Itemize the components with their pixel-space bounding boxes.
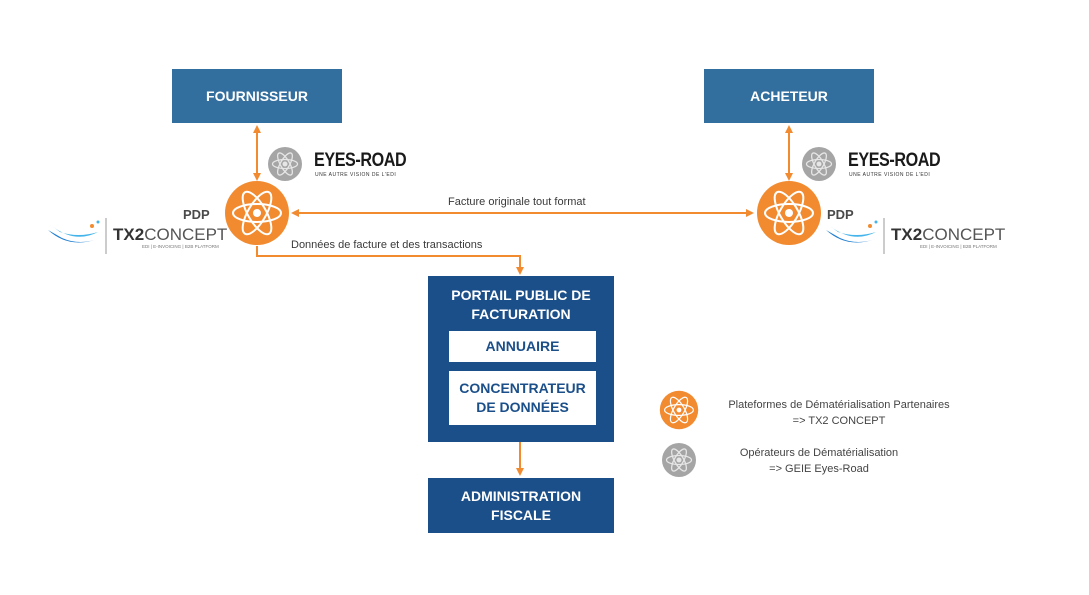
directory-label: ANNUAIRE — [485, 338, 560, 354]
tx2-right-rest: CONCEPT — [922, 225, 1006, 244]
tx2-right-bold: TX2 — [891, 225, 923, 244]
concentrator-line2: DE DONNÉES — [476, 399, 569, 415]
buyer-box: ACHETEUR — [704, 69, 874, 123]
eyes-road-right-tagline: UNE AUTRE VISION DE L'EDI — [849, 172, 931, 178]
tx2-left-bold: TX2 — [113, 225, 145, 244]
original-invoice-label: Facture originale tout format — [448, 196, 586, 208]
tax-admin-line1: ADMINISTRATION — [460, 487, 582, 504]
legend-grey-atom-icon — [661, 442, 697, 478]
directory-box: ANNUAIRE — [449, 331, 596, 362]
pdp-left-label: PDP — [183, 207, 210, 222]
legend-partner-line1: Plateformes de Dématérialisation Partena… — [728, 399, 950, 411]
portal-title-line1: PORTAIL PUBLIC DE — [451, 287, 591, 303]
tx2-right-tagline: EDI | E-INVOICING | B2B PLATFORM — [920, 244, 997, 249]
pdp-right-label: PDP — [827, 207, 854, 222]
eyes-road-right-atom-icon — [801, 146, 837, 182]
supplier-box: FOURNISSEUR — [172, 69, 342, 123]
tax-admin-line2: FISCALE — [491, 506, 551, 523]
legend-orange-atom-icon — [659, 390, 699, 430]
pdp-buyer-atom-icon — [756, 180, 822, 246]
tx2-right-swoosh-icon — [826, 218, 885, 254]
concentrator-line1: CONCENTRATEUR — [459, 380, 586, 396]
portal-title: PORTAIL PUBLIC DE FACTURATION — [428, 286, 614, 324]
legend-operators-text: Opérateurs de Dématérialisation => GEIE … — [708, 445, 930, 477]
legend-operators-line2: => GEIE Eyes-Road — [769, 463, 869, 475]
tx2-left-rest: CONCEPT — [144, 225, 228, 244]
legend-operators-line1: Opérateurs de Dématérialisation — [739, 447, 899, 459]
portal-box: PORTAIL PUBLIC DE FACTURATION ANNUAIRE C… — [428, 276, 614, 442]
supplier-label: FOURNISSEUR — [206, 87, 308, 104]
concentrator-box: CONCENTRATEUR DE DONNÉES — [449, 371, 596, 425]
invoice-data-arrow — [256, 246, 524, 275]
invoice-data-label: Données de facture et des transactions — [291, 239, 483, 251]
buyer-label: ACHETEUR — [750, 87, 828, 104]
pdp-supplier-atom-icon — [224, 180, 290, 246]
portal-title-line2: FACTURATION — [471, 306, 571, 322]
legend-partner-line2: => TX2 CONCEPT — [792, 415, 886, 427]
eyes-road-right-name: EYES-ROAD — [848, 150, 941, 171]
tx2-left-swoosh-icon — [48, 218, 107, 254]
tx2-left-tagline: EDI | E-INVOICING | B2B PLATFORM — [142, 244, 219, 249]
legend-partner-text: Plateformes de Dématérialisation Partena… — [708, 397, 970, 429]
eyes-road-left-atom-icon — [267, 146, 303, 182]
tax-admin-box: ADMINISTRATION FISCALE — [428, 478, 614, 533]
eyes-road-left-name: EYES-ROAD — [314, 150, 407, 171]
eyes-road-left-tagline: UNE AUTRE VISION DE L'EDI — [315, 172, 397, 178]
